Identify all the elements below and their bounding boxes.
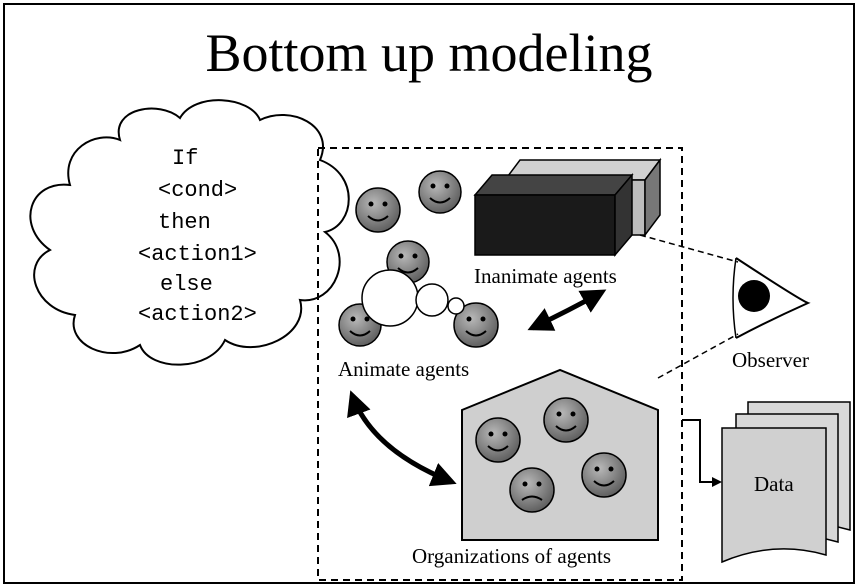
smiley-icon [355, 187, 401, 233]
inanimate-agents-group [473, 157, 662, 258]
data-connector [682, 419, 722, 487]
observer-eye-icon [732, 257, 811, 339]
organizations-label: Organizations of agents [412, 544, 612, 568]
environment-boundary [317, 147, 683, 581]
smiley-icon [453, 302, 499, 348]
rule-line-cond: <cond> [158, 178, 238, 203]
data-label: Data [754, 472, 794, 496]
rule-cloud [29, 99, 350, 366]
line-of-sight [639, 234, 739, 263]
rule-line-if: If [172, 146, 199, 171]
line-of-sight [657, 333, 739, 379]
interaction-arrow [527, 289, 607, 331]
animate-agents-label: Animate agents [338, 357, 470, 381]
outer-border [3, 3, 855, 584]
page-title: Bottom up modeling [205, 23, 653, 83]
rule-line-then: then [158, 210, 211, 235]
thought-bubble [415, 283, 449, 317]
thought-bubble [447, 297, 465, 315]
inanimate-agents-label: Inanimate agents [474, 264, 617, 288]
animate-agents-group [338, 170, 499, 348]
organization-house [461, 368, 659, 541]
smiley-icon [543, 397, 589, 443]
rule-line-action1: <action1> [138, 242, 257, 267]
rule-line-action2: <action2> [138, 302, 257, 327]
data-document-stack [721, 401, 851, 564]
interaction-arrow [347, 390, 457, 487]
smiley-icon [475, 417, 521, 463]
smiley-icon [418, 170, 462, 214]
observer-label: Observer [732, 348, 809, 372]
thought-bubble [361, 269, 419, 327]
rule-line-else: else [160, 272, 213, 297]
smiley-icon [509, 467, 555, 513]
smiley-icon [581, 452, 627, 498]
